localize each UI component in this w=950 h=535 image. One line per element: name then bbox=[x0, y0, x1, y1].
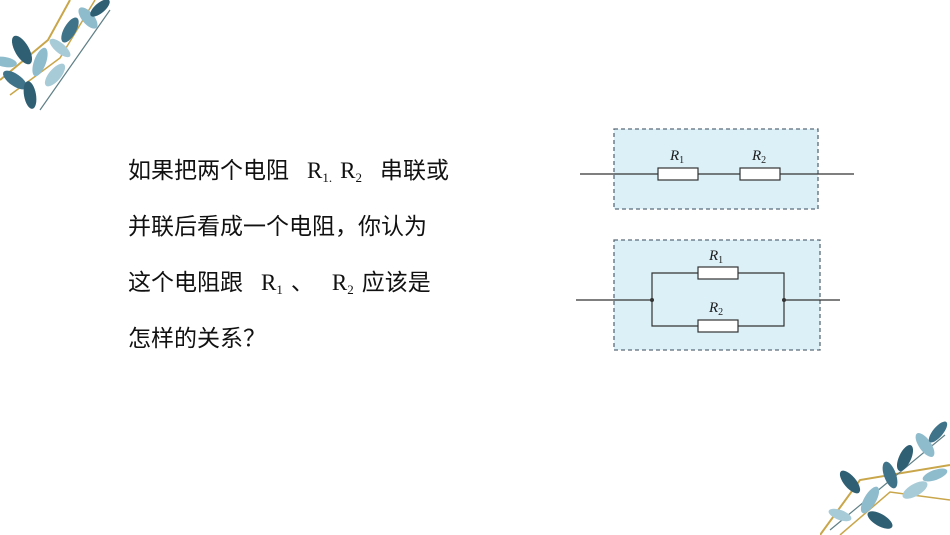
series-resistor-r1 bbox=[657, 167, 699, 181]
line3-suffix: 应该是 bbox=[361, 270, 431, 296]
series-box bbox=[613, 128, 819, 210]
symbol-r2: R2 bbox=[340, 158, 362, 185]
question-line-4: 怎样的关系？ bbox=[128, 326, 266, 352]
leaf-decoration-bottom-right-icon bbox=[820, 421, 950, 535]
question-line-3: 这个电阻跟 R1 、 R2 应该是 bbox=[128, 255, 558, 311]
symbol-r1: R1. bbox=[307, 158, 333, 185]
series-resistor-r2 bbox=[739, 167, 781, 181]
series-label-r1: R1 bbox=[669, 148, 684, 166]
parallel-label-r2: R2 bbox=[708, 300, 723, 318]
parallel-resistor-r1 bbox=[697, 266, 739, 280]
line1-prefix: 如果把两个电阻 bbox=[128, 158, 289, 184]
question-line-2: 并联后看成一个电阻，你认为 bbox=[128, 214, 427, 240]
series-label-r2: R2 bbox=[751, 148, 766, 166]
parallel-label-r1: R1 bbox=[708, 248, 723, 266]
question-text: 如果把两个电阻 R1. R2 串联或 并联后看成一个电阻，你认为 这个电阻跟 R1 、 R2… bbox=[128, 143, 558, 367]
line3-prefix: 这个电阻跟 bbox=[128, 270, 243, 296]
parallel-resistor-r2 bbox=[697, 319, 739, 333]
leaf-decoration-top-left-icon bbox=[0, 0, 111, 111]
parallel-circuit-diagram: R1 R2 bbox=[576, 239, 840, 351]
symbol-r1: R1 bbox=[261, 270, 283, 297]
line1-suffix: 串联或 bbox=[379, 158, 449, 184]
series-circuit-diagram: R1 R2 bbox=[580, 128, 854, 210]
symbol-r2: R2 bbox=[331, 270, 354, 297]
question-line-1: 如果把两个电阻 R1. R2 串联或 bbox=[128, 143, 558, 199]
parallel-node-left bbox=[650, 298, 654, 302]
parallel-node-right bbox=[782, 298, 786, 302]
separator: 、 bbox=[290, 270, 314, 296]
